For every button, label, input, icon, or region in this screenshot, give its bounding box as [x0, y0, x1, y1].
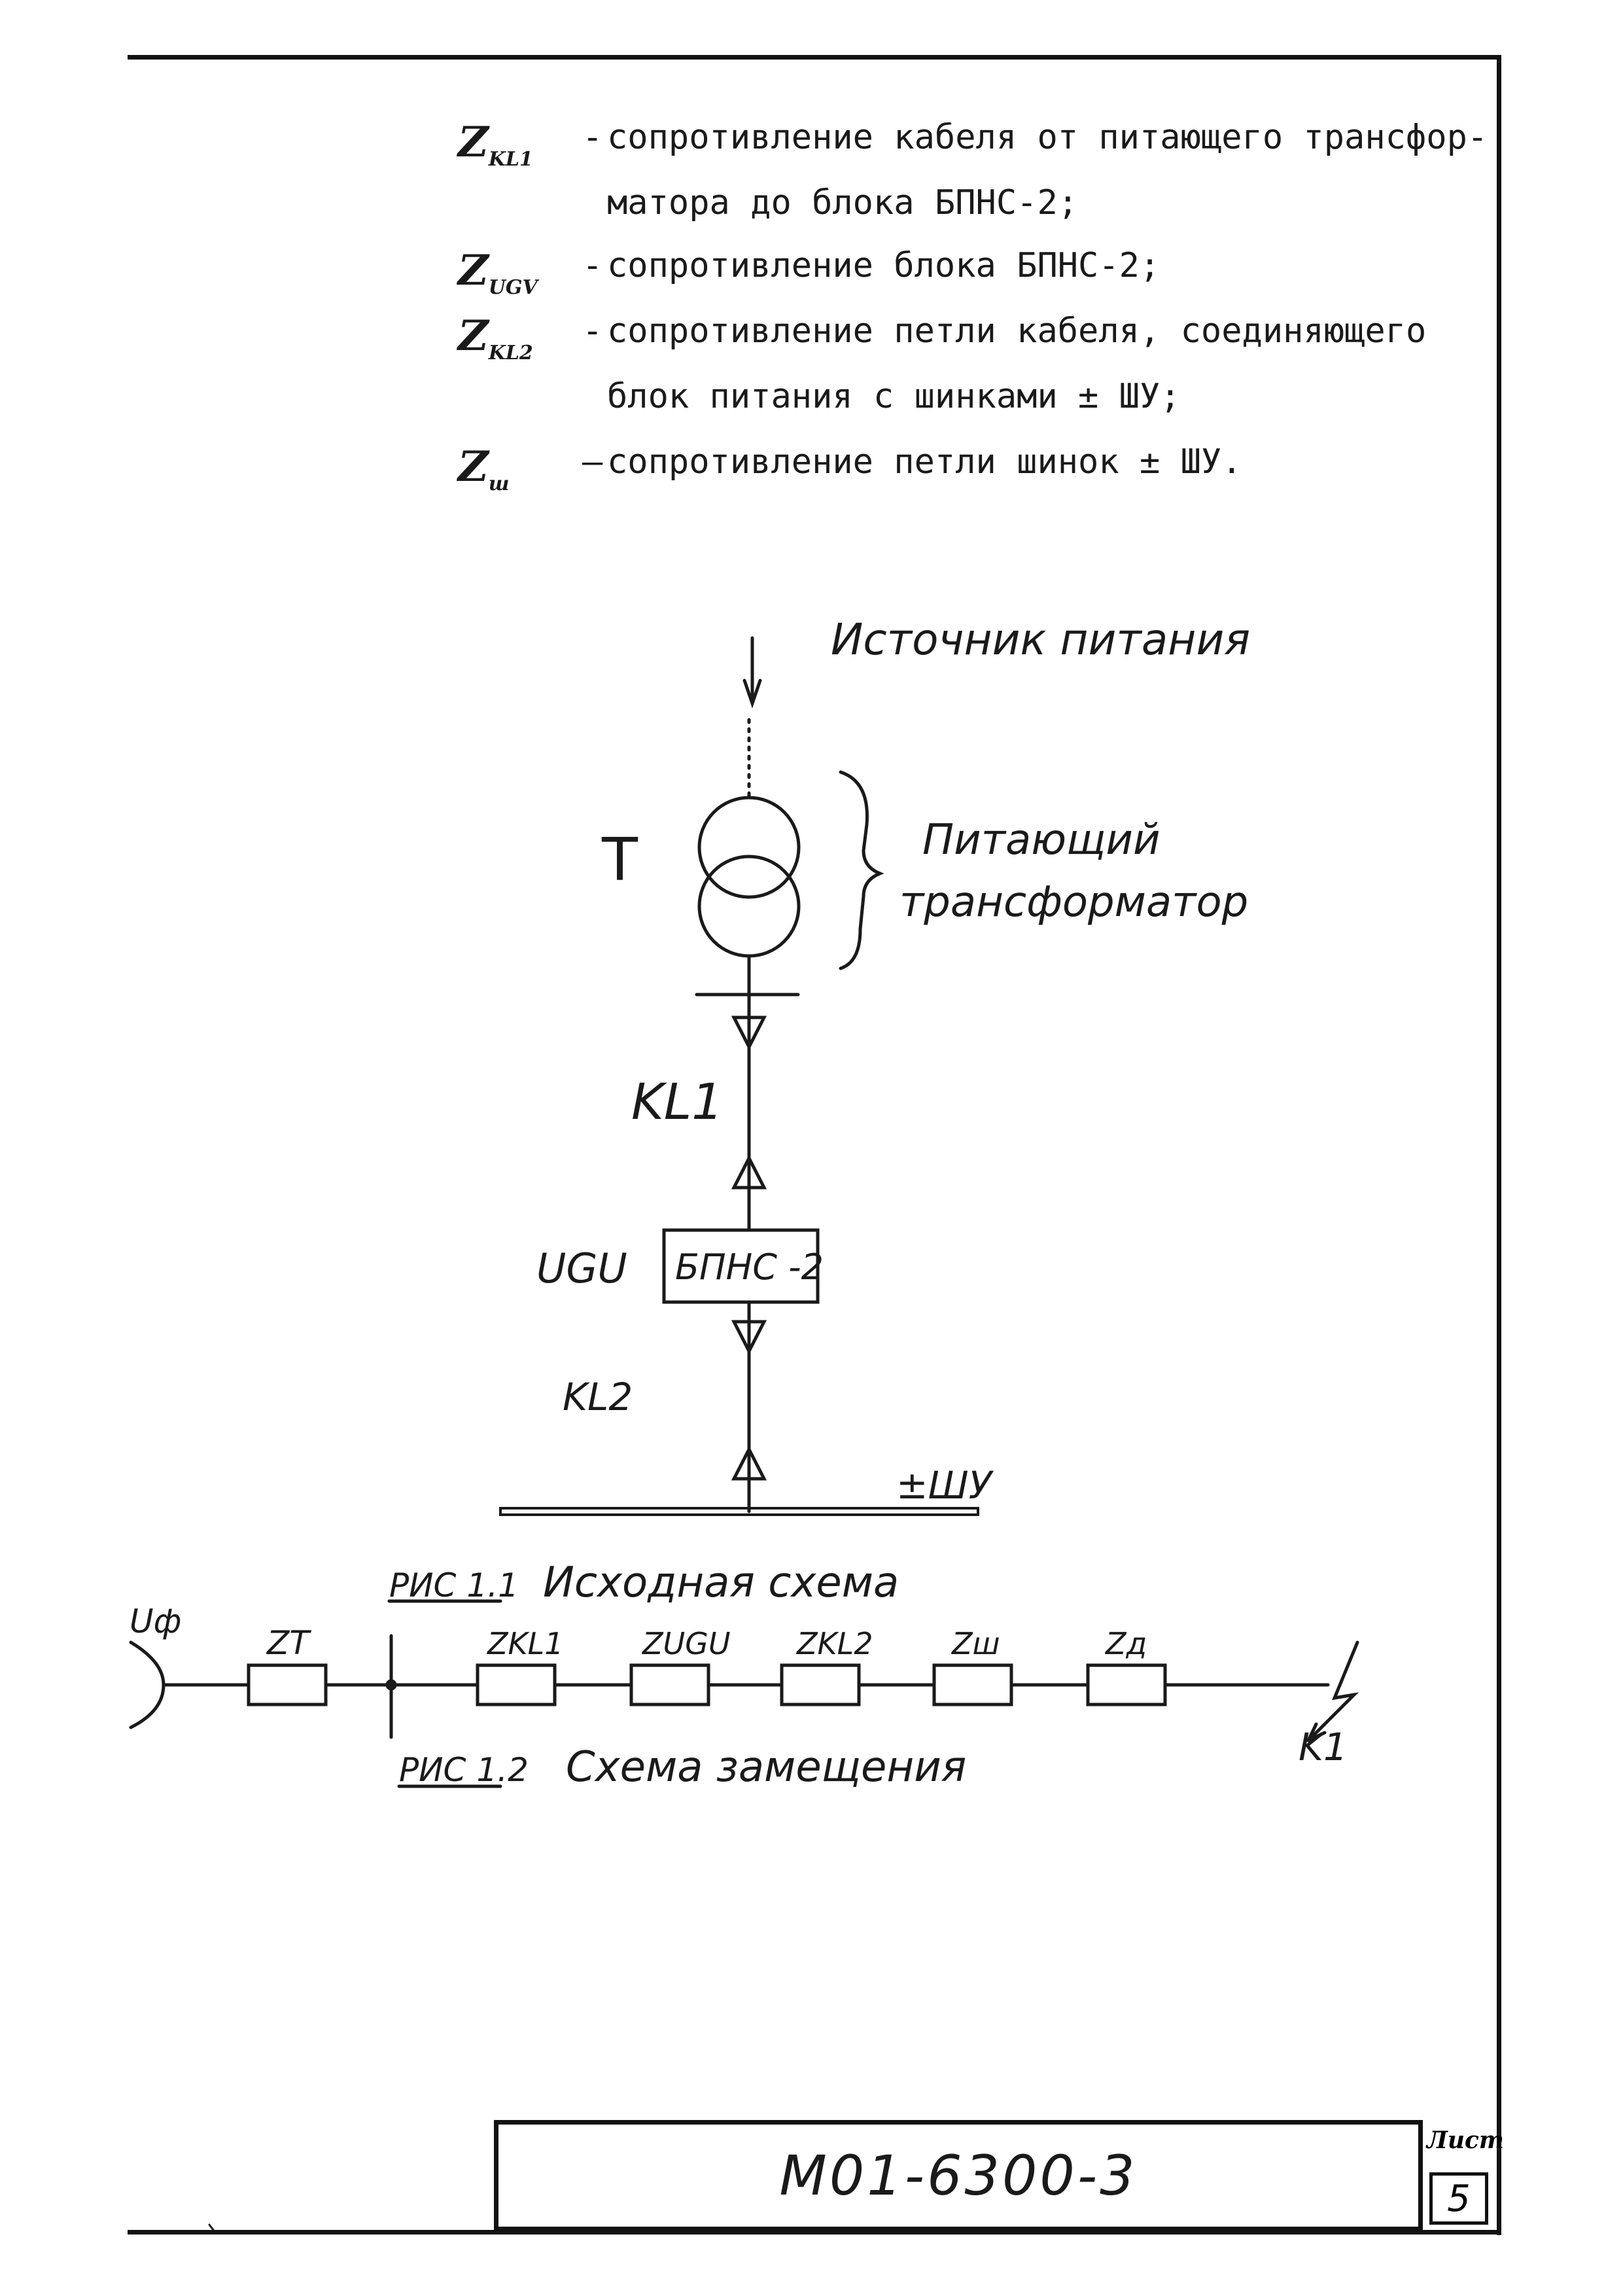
block-text: БПНС -2: [675, 1246, 824, 1288]
legend-desc: сопротивление петли шинок ± ШУ.: [607, 442, 1242, 482]
voltage-source-label: Uф: [130, 1602, 181, 1640]
bus-label: ±ШУ: [896, 1463, 994, 1508]
resistor-zkl2-label: ZKL2: [795, 1626, 873, 1661]
legend-item-zkl2: ZKL2 - сопротивление петли кабеля, соеди…: [458, 311, 1478, 377]
resistor-zd-label: Zд: [1104, 1626, 1147, 1661]
frame-right-line: [1497, 55, 1501, 2235]
bpns-block: [662, 1228, 820, 1304]
resistor-zsh: [932, 1663, 1013, 1706]
resistor-zt: [247, 1663, 328, 1706]
transformer-winding-1: [697, 796, 801, 899]
legend-dash: –: [582, 442, 603, 482]
resistor-zt-label: ZT: [266, 1624, 311, 1662]
sheet-number: 5: [1429, 2172, 1488, 2225]
cable-kl1-end-up: [731, 1154, 767, 1190]
title-block: М01-6300-3: [494, 2120, 1423, 2231]
source-label: Источник питания: [831, 614, 1250, 665]
cable1-label: KL1: [631, 1072, 724, 1131]
resistor-zkl2: [780, 1663, 861, 1706]
legend-desc-cont: матора до блока БПНС-2;: [607, 183, 1079, 222]
legend-dash: -: [582, 311, 603, 351]
legend-symbol: ZKL1: [458, 118, 533, 171]
eq-node-dot: [385, 1679, 397, 1691]
document-code: М01-6300-3: [779, 2144, 1138, 2208]
resistor-zsh-label: Zш: [951, 1626, 1000, 1661]
block-label: UGU: [536, 1245, 627, 1292]
sheet-number-box: Лист 5: [1423, 2120, 1505, 2231]
legend-symbol: ZKL2: [458, 311, 533, 364]
legend-symbol: ZUGV: [458, 246, 538, 299]
frame-top-line: [128, 55, 1501, 60]
legend-item-zsh: Zш – сопротивление петли шинок ± ШУ.: [458, 442, 1478, 508]
legend-item-zkl1: ZKL1 - сопротивление кабеля от питающего…: [458, 118, 1488, 183]
voltage-source-arc: [129, 1640, 166, 1729]
fault-zigzag: [1306, 1640, 1359, 1742]
resistor-zugu: [629, 1663, 710, 1706]
legend-desc: сопротивление блока БПНС-2;: [607, 246, 1161, 285]
cable-kl2-end-up: [731, 1445, 767, 1481]
transformer-brace: [839, 770, 884, 970]
frame-bottom-line: [128, 2230, 1501, 2234]
transformer-desc-1: Питающий: [922, 816, 1161, 864]
fault-label: K1: [1299, 1725, 1348, 1769]
resistor-zugu-label: ZUGU: [641, 1626, 731, 1661]
fig2-caption-num: РИС 1.2: [399, 1751, 529, 1789]
legend-item-zugv: ZUGV - сопротивление блока БПНС-2;: [458, 246, 1478, 311]
fig2-caption-text: Схема замещения: [566, 1743, 966, 1792]
source-arrow: [742, 679, 762, 709]
sheet-label: Лист: [1427, 2127, 1505, 2154]
transformer-label: T: [601, 826, 638, 894]
legend-symbol: Zш: [458, 442, 510, 495]
legend-desc: сопротивление кабеля от питающего трансф…: [607, 118, 1488, 157]
transformer-winding-2: [697, 855, 801, 958]
transformer-desc-2: трансформатор: [899, 878, 1248, 927]
legend-item-zkl2-cont: блок питания с шинками ± ШУ;: [458, 377, 1478, 442]
cable2-label: KL2: [563, 1375, 633, 1419]
dc-bus-bar: [499, 1507, 979, 1516]
cable-kl1-end-down: [731, 1016, 767, 1051]
frame-corner-mark: [208, 2223, 215, 2231]
impedance-legend: ZKL1 - сопротивление кабеля от питающего…: [458, 118, 1488, 508]
resistor-zkl1: [476, 1663, 557, 1706]
legend-desc-cont: блок питания с шинками ± ШУ;: [607, 377, 1181, 416]
cable-kl2-end-down: [731, 1320, 767, 1355]
legend-dash: -: [582, 118, 603, 157]
resistor-zd: [1086, 1663, 1167, 1706]
fig1-caption-num: РИС 1.1: [389, 1566, 519, 1604]
resistor-zkl1-label: ZKL1: [486, 1626, 564, 1661]
fault-arrow: [1306, 1722, 1327, 1742]
legend-item-zkl1-cont: матора до блока БПНС-2;: [458, 183, 1478, 246]
legend-dash: -: [582, 246, 603, 285]
fig1-caption-text: Исходная схема: [543, 1559, 899, 1607]
legend-desc: сопротивление петли кабеля, соединяющего: [607, 311, 1427, 351]
